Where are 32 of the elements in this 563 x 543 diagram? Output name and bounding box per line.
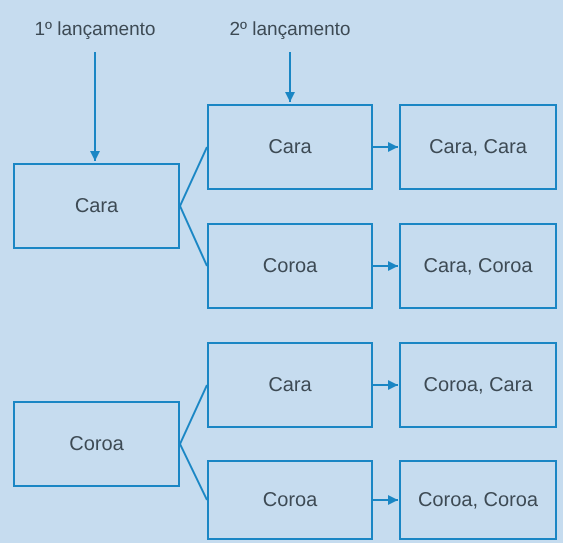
outcome-box xyxy=(207,223,373,309)
outcome-box xyxy=(399,460,557,540)
outcome-box xyxy=(13,401,180,487)
outcome-box xyxy=(207,342,373,428)
arrow xyxy=(373,495,398,505)
arrow xyxy=(285,52,295,102)
outcome-text: Cara xyxy=(268,136,312,158)
arrow xyxy=(373,380,398,390)
branch-line xyxy=(179,384,208,444)
outcome-box xyxy=(207,104,373,190)
arrow xyxy=(373,261,398,271)
outcome-text: Coroa xyxy=(69,432,124,456)
step-label: 1º lançamento xyxy=(34,19,156,41)
outcome-box xyxy=(399,342,557,428)
outcome-text: Cara, Coroa xyxy=(424,254,532,278)
outcome-text: Cara xyxy=(268,374,312,396)
outcome-text: Cara xyxy=(74,194,118,218)
outcome-box xyxy=(399,223,557,309)
outcome-box xyxy=(399,104,557,190)
outcome-text: Coroa xyxy=(262,254,318,278)
outcome-text: Cara, Cara xyxy=(429,136,527,158)
branch-line xyxy=(179,206,208,266)
step-label: 2º lançamento xyxy=(229,19,350,41)
outcome-text: Coroa, Coroa xyxy=(418,488,538,512)
branch-line xyxy=(179,146,208,206)
arrow xyxy=(373,142,398,152)
branch-line xyxy=(179,444,208,500)
outcome-text: Coroa, Cara xyxy=(424,374,532,396)
outcome-box xyxy=(13,163,180,249)
arrow xyxy=(90,52,100,161)
outcome-box xyxy=(207,460,373,540)
outcome-text: Coroa xyxy=(262,488,318,512)
